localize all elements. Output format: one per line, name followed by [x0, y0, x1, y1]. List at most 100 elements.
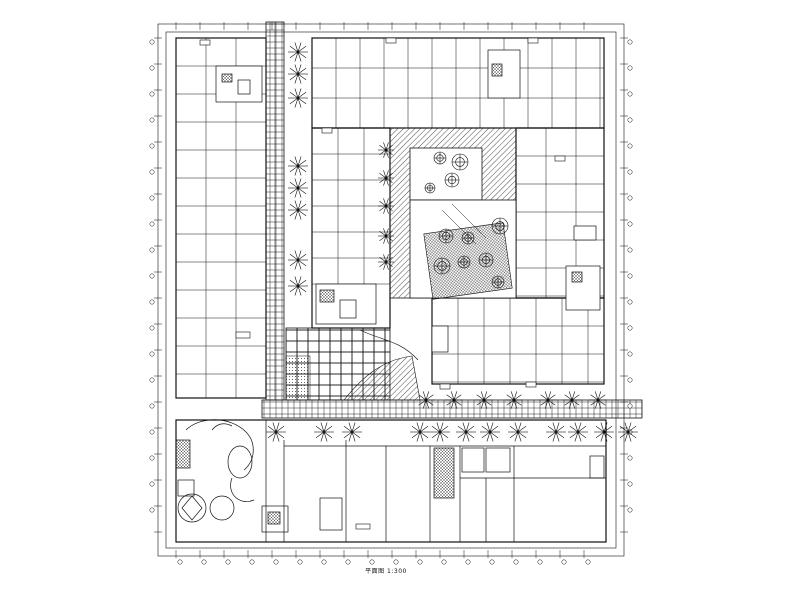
grid-bubble-icon — [149, 195, 155, 201]
service-rooms — [215, 49, 601, 353]
grid-bubble-icon — [627, 299, 633, 305]
round-tree-icon — [491, 275, 505, 289]
plaza-paving — [285, 327, 421, 401]
covered-walkway — [261, 21, 643, 419]
palm-tree-icon — [314, 422, 334, 442]
grid-bubble-icon — [273, 559, 279, 565]
dimension-ticks — [154, 22, 628, 558]
palm-tree-icon — [378, 228, 394, 244]
grid-bubble-icon — [149, 455, 155, 461]
palm-tree-icon — [475, 391, 493, 409]
grid-bubble-icon — [417, 559, 423, 565]
grid-bubble-icon — [321, 559, 327, 565]
palm-tree-icon — [594, 422, 614, 442]
grid-bubble-icon — [627, 195, 633, 201]
palm-tree-icon — [568, 422, 588, 442]
palm-tree-icon — [480, 422, 500, 442]
grid-bubble-icon — [149, 143, 155, 149]
grid-bubble-icon — [201, 559, 207, 565]
round-tree-icon — [451, 153, 469, 171]
stair-ramp — [441, 203, 487, 245]
grid-bubble-icon — [149, 169, 155, 175]
grid-bubble-icon — [465, 559, 471, 565]
palm-tree-icon — [546, 422, 566, 442]
grid-bubble-icon — [627, 91, 633, 97]
palm-tree-icon — [342, 422, 362, 442]
palm-tree-icon — [618, 422, 638, 442]
grid-bubble-icon — [149, 325, 155, 331]
palm-tree-icon — [288, 250, 308, 270]
grid-bubble-icon — [149, 117, 155, 123]
round-tree-icon — [457, 255, 471, 269]
round-tree-icon — [433, 151, 447, 165]
palm-tree-icon — [378, 198, 394, 214]
grid-bubble-icon — [627, 507, 633, 513]
grid-bubble-icon — [489, 559, 495, 565]
grid-bubble-icon — [149, 481, 155, 487]
grid-bubbles — [149, 39, 633, 565]
grid-bubble-icon — [537, 559, 543, 565]
palm-tree-icon — [378, 254, 394, 270]
grid-bubble-icon — [627, 39, 633, 45]
grid-bubble-icon — [627, 377, 633, 383]
grid-bubble-icon — [177, 559, 183, 565]
grid-bubble-icon — [627, 65, 633, 71]
grid-bubble-icon — [149, 247, 155, 253]
palm-tree-icon — [288, 156, 308, 176]
landscape-trees — [266, 42, 638, 442]
grid-bubble-icon — [149, 91, 155, 97]
grid-bubble-icon — [149, 429, 155, 435]
grid-bubble-icon — [369, 559, 375, 565]
round-tree-icon — [438, 228, 454, 244]
grid-bubble-icon — [627, 117, 633, 123]
round-tree-icon — [478, 252, 494, 268]
grid-bubble-icon — [149, 299, 155, 305]
palm-tree-icon — [589, 391, 607, 409]
palm-tree-icon — [288, 42, 308, 62]
palm-tree-icon — [378, 170, 394, 186]
room-tags — [199, 37, 566, 530]
grid-bubble-icon — [149, 273, 155, 279]
palm-tree-icon — [378, 142, 394, 158]
palm-tree-icon — [445, 391, 463, 409]
palm-tree-icon — [563, 391, 581, 409]
grid-bubble-icon — [149, 65, 155, 71]
grid-bubble-icon — [627, 247, 633, 253]
grid-bubble-icon — [513, 559, 519, 565]
grid-bubble-icon — [627, 169, 633, 175]
grid-bubble-icon — [627, 351, 633, 357]
grid-bubble-icon — [627, 221, 633, 227]
grid-bubble-icon — [149, 351, 155, 357]
palm-tree-icon — [288, 276, 308, 296]
grid-bubble-icon — [627, 325, 633, 331]
palm-tree-icon — [508, 422, 528, 442]
drawing-caption: 平面图 1:300 — [365, 568, 407, 575]
round-tree-icon — [433, 257, 451, 275]
palm-tree-icon — [288, 64, 308, 84]
grid-bubble-icon — [441, 559, 447, 565]
grid-bubble-icon — [627, 481, 633, 487]
palm-tree-icon — [539, 391, 557, 409]
palm-tree-icon — [288, 200, 308, 220]
grid-bubble-icon — [249, 559, 255, 565]
palm-tree-icon — [417, 391, 435, 409]
grid-bubble-icon — [297, 559, 303, 565]
courtyard — [389, 127, 517, 300]
palm-tree-icon — [430, 422, 450, 442]
palm-tree-icon — [288, 178, 308, 198]
palm-tree-icon — [505, 391, 523, 409]
round-tree-icon — [491, 217, 509, 235]
entrance-lobby — [175, 419, 267, 543]
grid-bubble-icon — [627, 455, 633, 461]
grid-bubble-icon — [393, 559, 399, 565]
grid-bubble-icon — [561, 559, 567, 565]
grid-bubble-icon — [149, 39, 155, 45]
grid-bubble-icon — [225, 559, 231, 565]
grid-bubble-icon — [149, 403, 155, 409]
grid-bubble-icon — [627, 403, 633, 409]
grid-bubble-icon — [627, 143, 633, 149]
round-tree-icon — [424, 182, 436, 194]
dimension-frame — [157, 23, 625, 557]
grid-bubble-icon — [149, 507, 155, 513]
